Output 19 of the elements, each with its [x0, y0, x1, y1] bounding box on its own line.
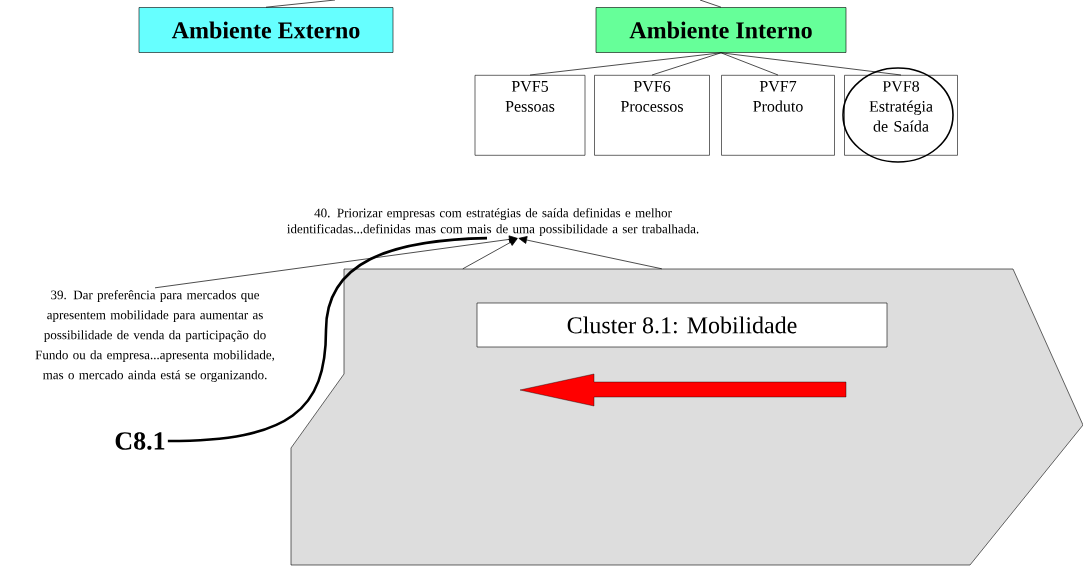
factor-box: PVF5 Pessoas	[474, 75, 586, 156]
statement-text: 39. Dar preferência para mercados que apresentem mobilidade para aumentar as possibilidade de venda da participação do Fundo ou da empresa...apresenta mobilidade, mas o mercado ainda está se organizando.	[35, 290, 275, 382]
connector	[651, 52, 722, 76]
factor-box: PVF7 Produto	[721, 75, 835, 156]
connector	[167, 236, 488, 443]
factor-box: PVF6 Processos	[594, 75, 710, 156]
statement-text: 40. Priorizar empresas com estratégias de saída definidas e melhor identificadas...definidas mas com mais de uma possibilidade a ser trabalhada.	[287, 208, 699, 236]
code-label: C8.1	[115, 432, 165, 450]
factor-box: PVF8 Estratégia de Saída	[844, 75, 958, 156]
connector	[154, 235, 518, 289]
connector	[265, 0, 336, 8]
title-box: Ambiente Interno	[595, 7, 847, 53]
connector	[699, 0, 722, 8]
connector	[720, 52, 902, 76]
connector	[518, 236, 663, 270]
connector	[529, 52, 722, 76]
connector	[462, 238, 518, 270]
title-box: Ambiente Externo	[138, 7, 394, 53]
cluster-title-box: Cluster 8.1: Mobilidade	[476, 302, 888, 348]
